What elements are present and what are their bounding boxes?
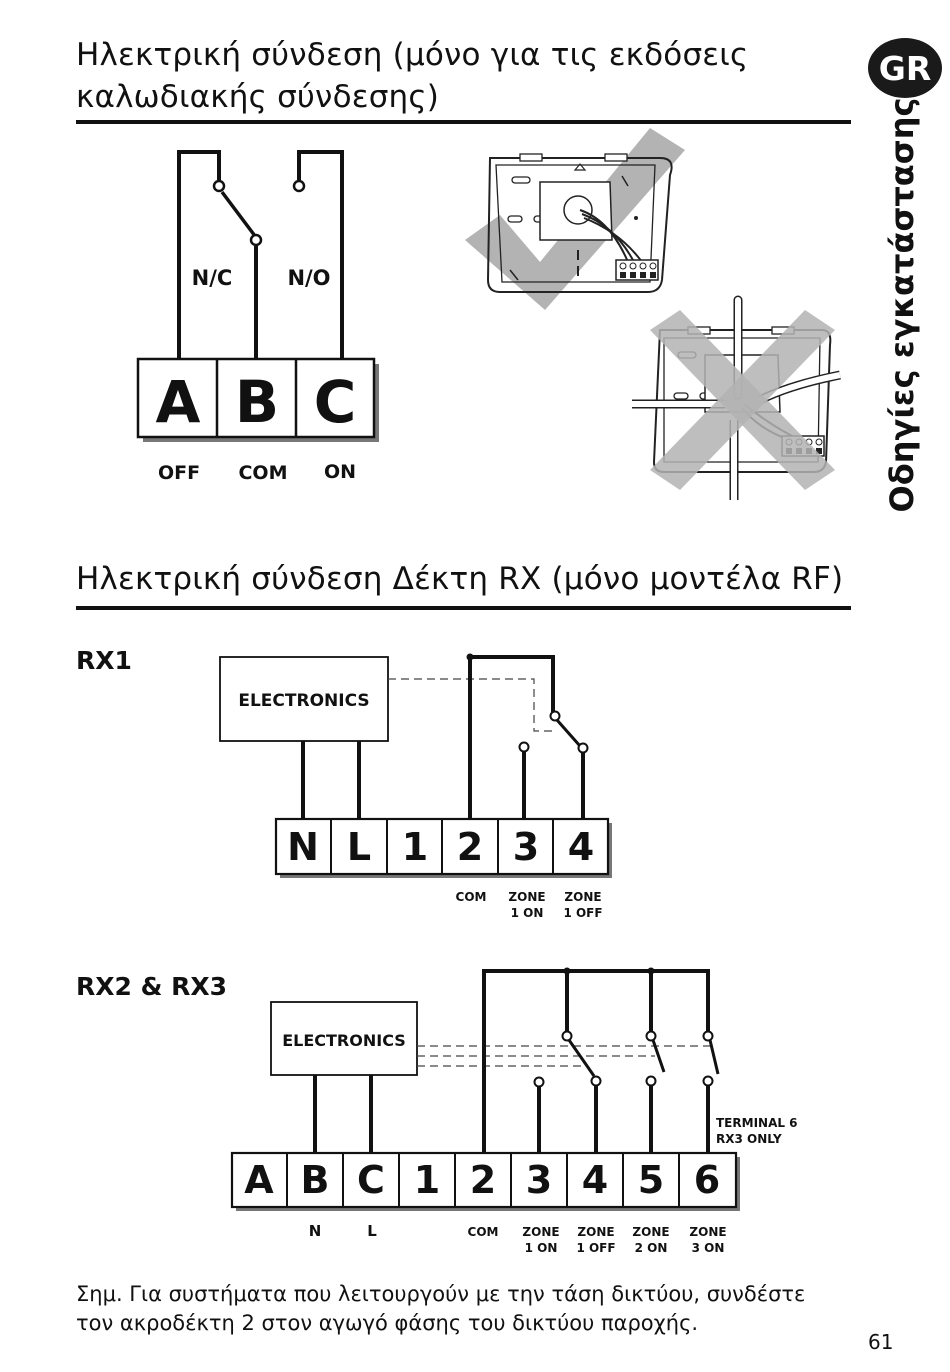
page-number: 61 [868,1330,894,1354]
terminal6-note-line1: TERMINAL 6 [716,1116,798,1130]
rx23-terminal-b: B [301,1158,330,1202]
label-com: COM [238,462,287,484]
terminal-b: B [235,368,279,436]
rx23-terminal-5: 5 [638,1158,664,1202]
correct-wiring-illustration [465,128,685,310]
rx23-label-n: N [309,1222,322,1240]
rx23-label-zone1on-l2: 1 ON [525,1241,558,1255]
rx23-label-zone2on-l2: 2 ON [635,1241,668,1255]
rx23-label-zone2on-l1: ZONE [632,1225,669,1239]
rx23-label-zone3on-l2: 3 ON [692,1241,725,1255]
rx23-label: RX2 & RX3 [76,972,228,1001]
no-contact-label: N/O [287,266,330,290]
rx1-terminal-4: 4 [568,825,594,869]
rx23-electronics-label: ELECTRONICS [282,1031,406,1050]
rx1-terminal-2: 2 [457,825,483,869]
rx23-label-com: COM [468,1225,499,1239]
footnote: Σημ. Για συστήματα που λειτουργούν με τη… [76,1282,806,1335]
rx1-terminal-3: 3 [513,825,539,869]
relay-diagram [177,150,344,360]
terminal-c: C [314,368,357,436]
rx1-electronics-label: ELECTRONICS [238,691,369,711]
abc-terminal-block [136,357,379,442]
section1-title-line1: Ηλεκτρική σύνδεση (μόνο για τις εκδόσεις [76,37,749,73]
rx23-terminal-a: A [244,1158,274,1202]
rx1-label-zone1on-l2: 1 ON [511,906,544,920]
nc-contact-label: N/C [192,266,233,290]
rx1-terminal-n: N [287,825,319,869]
rx23-terminal-4: 4 [582,1158,608,1202]
rx1-terminal-l: L [347,825,371,869]
rx23-label-zone1off-l1: ZONE [577,1225,614,1239]
rx1-label-zone1off-l1: ZONE [564,890,601,904]
rx1-label: RX1 [76,646,132,675]
label-on: ON [324,461,356,483]
incorrect-wiring-illustration [632,295,841,500]
rx1-terminal-1: 1 [402,825,428,869]
rx1-diagram [219,653,612,878]
rx23-label-zone1on-l1: ZONE [522,1225,559,1239]
label-off: OFF [158,462,200,484]
rx23-terminal-6: 6 [694,1158,720,1202]
rx23-terminal-3: 3 [526,1158,552,1202]
section2-title: Ηλεκτρική σύνδεση Δέκτη RX (μόνο μοντέλα… [76,561,844,597]
section1-rule [76,120,851,124]
section1-title-line2: καλωδιακής σύνδεσης) [76,79,440,115]
rx23-terminal-2: 2 [470,1158,496,1202]
rx23-terminal-1: 1 [414,1158,440,1202]
rx23-terminal-c: C [357,1158,385,1202]
terminal6-note-line2: RX3 ONLY [716,1132,782,1146]
rx23-label-zone3on-l1: ZONE [689,1225,726,1239]
terminal-a: A [156,368,201,436]
language-badge: GR [868,38,942,98]
rx23-label-zone1off-l2: 1 OFF [576,1241,615,1255]
rx23-label-l: L [367,1222,377,1240]
rx23-diagram [230,967,740,1211]
rx1-label-com: COM [456,890,487,904]
rx1-label-zone1off-l2: 1 OFF [563,906,602,920]
rx1-label-zone1on-l1: ZONE [508,890,545,904]
section2-rule [76,606,851,610]
